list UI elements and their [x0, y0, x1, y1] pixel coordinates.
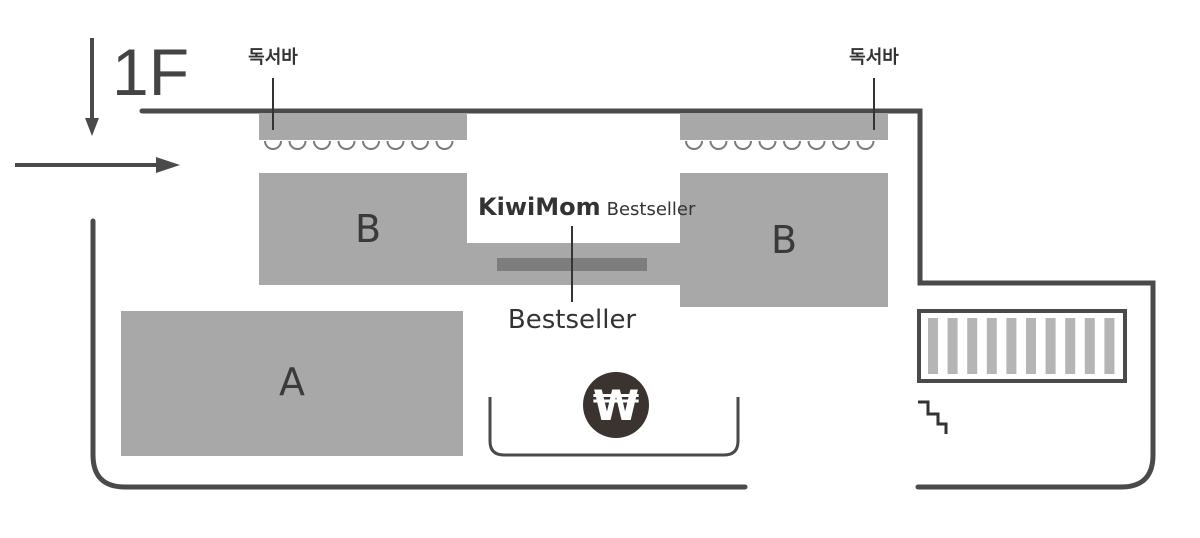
stairs-icon [918, 400, 948, 434]
stool-icon [856, 140, 875, 150]
stool-icon [783, 140, 801, 150]
zone-label: B [771, 218, 797, 262]
escalator-step [1045, 318, 1056, 374]
bestseller-shelf-label: Bestseller [508, 305, 637, 335]
stool-icon [386, 140, 405, 150]
zone-a [121, 311, 463, 456]
escalator-step [986, 318, 997, 374]
reading-bar-left: 독서바 [248, 47, 467, 150]
stool-icon [832, 140, 850, 150]
stool-icon [362, 140, 380, 150]
stool-icon [288, 140, 307, 150]
reading-bar-right: 독서바 [680, 47, 899, 150]
escalator-step [967, 318, 978, 374]
outer-wall [90, 108, 1156, 490]
reading-bar-label: 독서바 [248, 47, 298, 68]
stool-icon [435, 140, 454, 150]
central-shelf-block: B B [259, 173, 888, 307]
zone-label: B [355, 207, 381, 251]
stool-icon [685, 140, 703, 150]
escalator-step [947, 318, 958, 374]
stool-icon [264, 140, 282, 150]
won-icon [583, 372, 649, 438]
escalator-step [1026, 318, 1036, 374]
stool-icon [337, 140, 356, 150]
reading-bar-label: 독서바 [849, 47, 899, 68]
stool-icon [734, 140, 752, 150]
cashier-counter: ₩ [488, 372, 740, 457]
stool-icon [313, 140, 331, 150]
won-symbol: ₩ [593, 381, 639, 430]
stool-icon [709, 140, 728, 150]
escalator-step [1065, 318, 1076, 374]
escalator-step [1006, 318, 1017, 374]
escalator-step [1084, 318, 1095, 374]
escalator-step [928, 318, 938, 374]
escalator-step [1104, 318, 1115, 374]
escalator-icon [917, 309, 1127, 383]
zone-b-right [680, 173, 888, 307]
stool-icon [411, 140, 429, 150]
stool-icon [807, 140, 826, 150]
stool-icon [758, 140, 777, 150]
entrance-arrow-icon [15, 38, 180, 173]
zone-label: A [279, 360, 305, 404]
zone-b-left [259, 173, 467, 285]
floor-label: 1F [112, 35, 189, 109]
